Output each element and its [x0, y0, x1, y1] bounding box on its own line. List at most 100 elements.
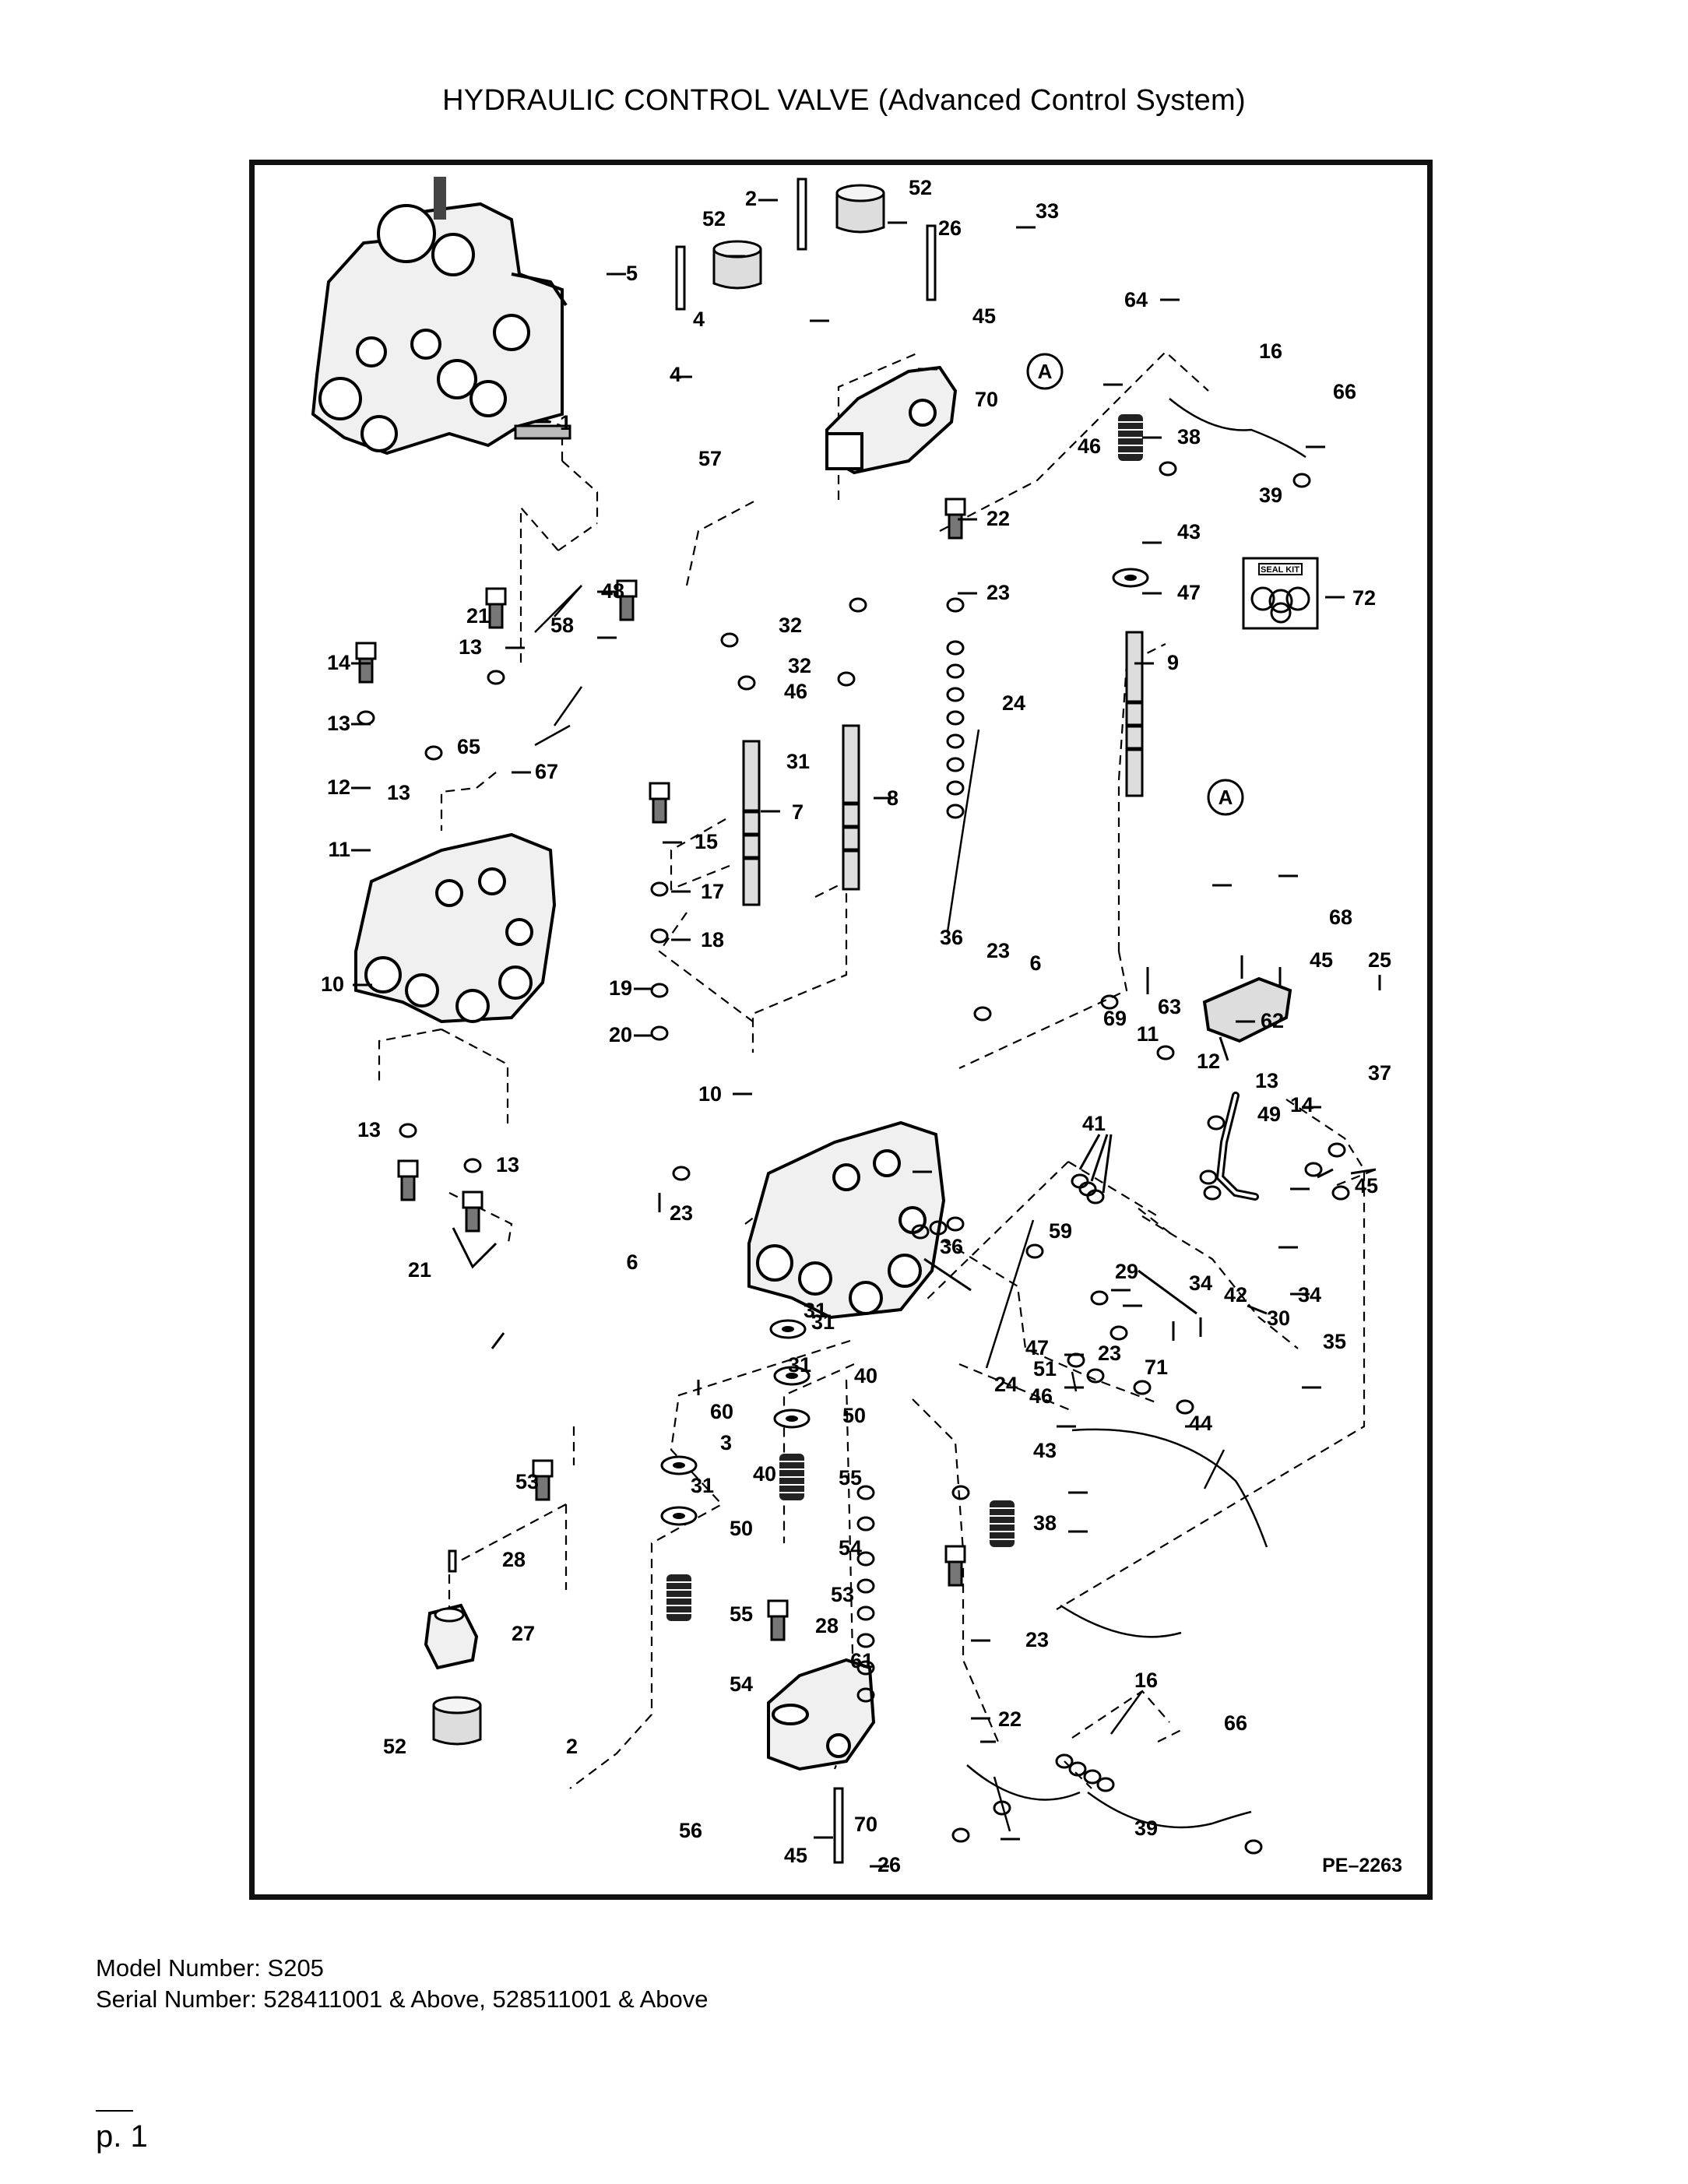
callout-21-bottom: 21	[408, 1258, 431, 1282]
callout-34-b: 34	[1298, 1283, 1321, 1307]
callout-31-extra: 31	[811, 1310, 835, 1334]
callout-66-top: 66	[1333, 380, 1356, 403]
callout-45-right: 45	[1310, 948, 1333, 972]
callout-31-upper: 31	[786, 750, 810, 773]
reference-marker-a-top: A	[1026, 353, 1064, 390]
callout-24-bottom: 24	[994, 1373, 1018, 1396]
callout-22-bottom: 22	[998, 1707, 1022, 1731]
callout-46-bottom: 46	[1029, 1384, 1053, 1408]
callout-56: 56	[679, 1819, 702, 1842]
callout-59: 59	[1049, 1219, 1072, 1243]
callout-69: 69	[1103, 1007, 1127, 1030]
callout-62: 62	[1261, 1009, 1284, 1032]
control-valve-assembly-item-1	[311, 177, 571, 455]
callout-39-bottom: 39	[1134, 1816, 1158, 1840]
callout-39-top: 39	[1259, 484, 1282, 507]
callout-42: 42	[1224, 1283, 1247, 1307]
callout-36-top: 36	[940, 926, 963, 949]
grouping-brackets	[534, 398, 1306, 1832]
callout-13-e: 13	[496, 1153, 519, 1176]
callout-31-top: 31	[804, 1299, 827, 1322]
callout-22-top: 22	[986, 507, 1010, 530]
manifold-item-57	[825, 365, 958, 475]
page-title: HYDRAULIC CONTROL VALVE (Advanced Contro…	[442, 84, 1246, 117]
callout-23-d: 23	[1098, 1342, 1121, 1365]
callout-16-top: 16	[1259, 339, 1282, 363]
callout-54-lower: 54	[730, 1672, 753, 1696]
bolts	[448, 178, 937, 1864]
callout-13-d: 13	[357, 1118, 381, 1141]
seal-kit-item-72: SEAL KIT	[1242, 557, 1319, 630]
callout-23-c: 23	[670, 1201, 693, 1225]
valve-body-item-10-left	[354, 832, 557, 1024]
callout-52-left: 52	[702, 207, 726, 230]
manifold-item-61	[767, 1658, 876, 1771]
springs	[666, 413, 1144, 1622]
callout-71: 71	[1145, 1356, 1168, 1379]
page-rule	[96, 2110, 133, 2112]
callout-12-left: 12	[327, 775, 350, 799]
callout-30: 30	[1267, 1307, 1290, 1330]
callout-53-center: 53	[831, 1583, 854, 1606]
callout-11-left: 11	[328, 838, 350, 861]
callout-45-bottom: 45	[784, 1844, 807, 1867]
callout-7: 7	[792, 800, 804, 824]
callout-13-a: 13	[327, 712, 350, 735]
callout-29: 29	[1115, 1260, 1138, 1283]
callout-50-upper: 50	[842, 1404, 866, 1427]
callout-41: 41	[1082, 1112, 1106, 1135]
callout-5: 5	[626, 262, 638, 285]
callout-34-a: 34	[1189, 1271, 1212, 1295]
callout-43-top: 43	[1177, 520, 1201, 543]
callout-32-b: 32	[788, 654, 811, 677]
callout-13-c: 13	[387, 781, 410, 804]
reference-marker-a-right-label: A	[1219, 786, 1233, 809]
callout-40-upper: 40	[854, 1364, 877, 1387]
callout-6-right: 6	[1029, 951, 1041, 975]
callout-52-bottom: 52	[383, 1735, 406, 1758]
valve-body-item-10-center	[747, 1120, 946, 1320]
figure-id: PE–2263	[1322, 1855, 1402, 1876]
callout-25: 25	[1368, 948, 1391, 972]
callout-26-top: 26	[938, 216, 962, 240]
callout-65: 65	[457, 735, 480, 758]
model-number: Model Number: S205	[96, 1954, 324, 1982]
callout-leader-lines	[351, 199, 1381, 1868]
callout-3: 3	[720, 1431, 732, 1454]
callout-11-right: 11	[1137, 1022, 1159, 1046]
callout-47-top: 47	[1177, 581, 1201, 604]
callout-51: 51	[1033, 1357, 1057, 1380]
callout-52-top: 52	[909, 176, 932, 199]
callout-55-upper: 55	[839, 1466, 862, 1489]
callout-28-center: 28	[815, 1614, 839, 1637]
callout-35: 35	[1323, 1330, 1346, 1353]
callout-63: 63	[1158, 995, 1181, 1018]
callout-70-bottom: 70	[854, 1813, 877, 1836]
callout-45-lower-right: 45	[1355, 1174, 1378, 1198]
exploded-parts-diagram: A A SEAL KIT	[249, 160, 1433, 1900]
page-number: p. 1	[96, 2119, 148, 2154]
callout-20: 20	[609, 1023, 632, 1046]
callout-36-bottom: 36	[940, 1235, 963, 1258]
spool-item-8	[842, 724, 860, 891]
callout-24-top: 24	[1002, 691, 1025, 715]
callout-49: 49	[1257, 1103, 1281, 1126]
callout-53-left: 53	[515, 1470, 539, 1493]
callout-54-upper: 54	[839, 1536, 862, 1560]
callout-21-top: 21	[466, 604, 490, 628]
callout-23-b: 23	[986, 939, 1010, 962]
callout-57: 57	[698, 447, 722, 470]
callout-2-bottom: 2	[566, 1735, 578, 1758]
callout-19: 19	[609, 976, 632, 1000]
callout-40-lower: 40	[753, 1462, 776, 1486]
tube-assembly-item-49-core	[1218, 1094, 1257, 1198]
callout-18: 18	[701, 928, 724, 951]
callout-60: 60	[710, 1400, 733, 1423]
callout-27: 27	[512, 1622, 535, 1645]
callout-10-left: 10	[321, 972, 344, 996]
callout-14-left: 14	[327, 651, 350, 674]
callout-67: 67	[535, 760, 558, 783]
serial-number: Serial Number: 528411001 & Above, 528511…	[96, 1985, 709, 2013]
callout-17: 17	[701, 880, 724, 903]
callout-14-right: 14	[1290, 1093, 1313, 1117]
